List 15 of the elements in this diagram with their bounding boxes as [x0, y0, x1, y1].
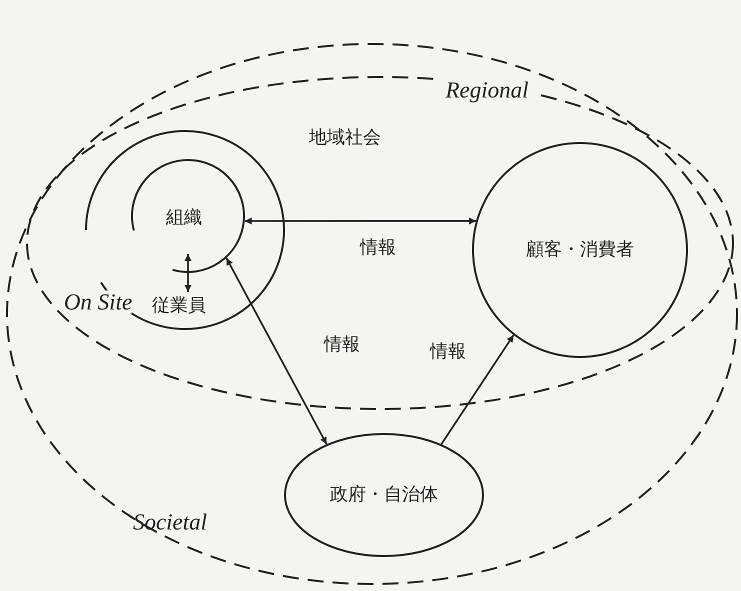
double-arrow	[184, 254, 192, 292]
region-label: On Site	[64, 290, 132, 314]
node-label: 政府・自治体	[330, 486, 438, 504]
circle	[472, 142, 688, 358]
double-arrow	[244, 217, 476, 224]
ellipse	[284, 433, 484, 557]
node-label: 顧客・消費者	[526, 241, 634, 259]
region-label: 地域社会	[309, 129, 381, 147]
region-label: Societal	[132, 510, 208, 534]
node-label: 従業員	[147, 293, 211, 317]
arrow	[440, 334, 514, 445]
double-arrow	[226, 258, 328, 445]
region-label: Regional	[441, 78, 533, 102]
dashed-ellipse	[5, 42, 739, 586]
node-label: 組織	[166, 209, 202, 227]
